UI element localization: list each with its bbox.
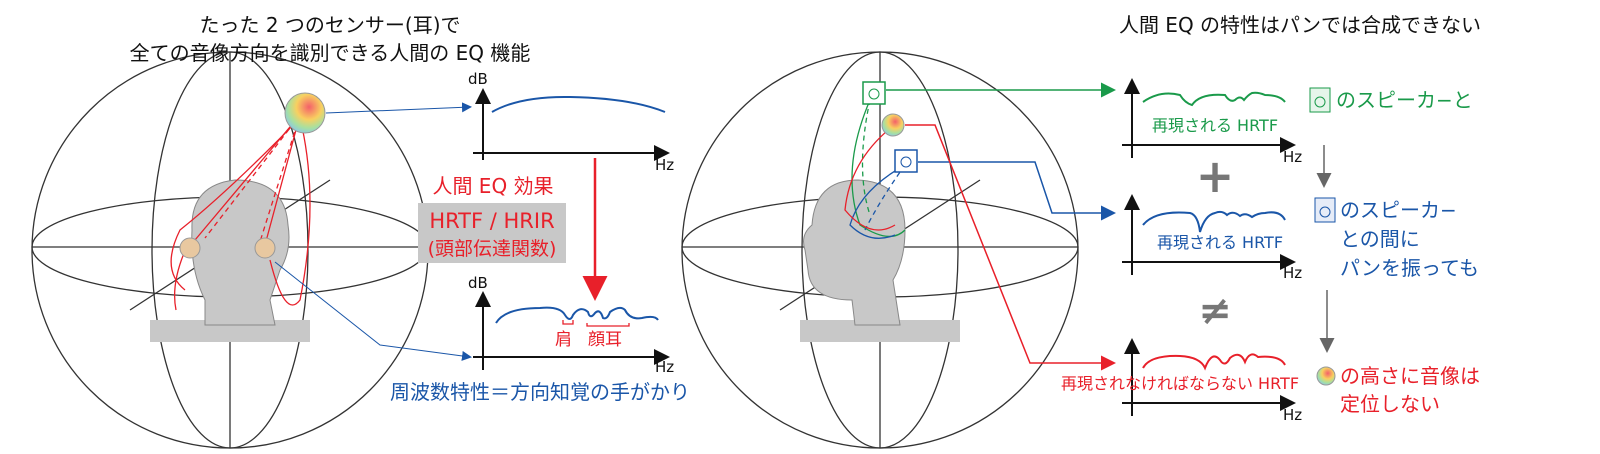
graph-red-hrtf: Hz 再現されなければならない HRTF: [1061, 338, 1302, 424]
x-axis-label: Hz: [1283, 148, 1302, 166]
note-red-line1: の高さに音像は: [1340, 364, 1480, 388]
note-speaker-blue-icon: [1314, 197, 1336, 223]
hrtf-paths-right: [844, 99, 906, 239]
graph-green-hrtf: Hz 再現される HRTF: [1122, 78, 1302, 166]
left-caption: 周波数特性＝方向知覚の手がかり: [390, 380, 690, 404]
note-blue-line2: との間に: [1340, 227, 1420, 251]
head-silhouette-left: [150, 179, 310, 342]
note-blue-line3: パンを振っても: [1340, 256, 1479, 280]
connector-ear-to-graph: [274, 261, 472, 361]
y-axis-label: dB: [468, 70, 488, 88]
note-blue-line1: のスピーカ−: [1340, 198, 1457, 222]
x-axis-label: Hz: [1283, 406, 1302, 424]
x-axis-label: Hz: [655, 156, 674, 174]
effect-desc: (頭部伝達関数): [428, 238, 557, 260]
hrtf-spectrum-curve: [495, 306, 659, 324]
speaker-blue-icon: [894, 149, 918, 173]
speaker-green-icon: [862, 81, 886, 105]
effect-box: [418, 203, 566, 263]
graph-label: 再現されなければならない HRTF: [1061, 374, 1299, 393]
plus-symbol: +: [1196, 149, 1235, 203]
not-equal-symbol: ≠: [1198, 288, 1232, 334]
flat-spectrum-curve: [491, 95, 666, 113]
right-title: 人間 EQ の特性はパンでは合成できない: [1119, 13, 1481, 37]
x-axis-label: Hz: [655, 358, 674, 376]
graph-ear-spectrum: dB Hz 肩 顔耳: [468, 274, 674, 376]
effect-name: HRTF / HRIR: [429, 209, 554, 233]
blue-connector: [918, 161, 1116, 221]
left-title-line1: たった 2 つのセンサー(耳)で: [199, 13, 460, 37]
graph-source-spectrum: dB Hz: [468, 70, 674, 174]
note-red-line2: 定位しない: [1340, 392, 1440, 416]
connector-orb-to-graph: [325, 102, 472, 114]
graph-label: 再現される HRTF: [1152, 116, 1278, 135]
y-axis-label: dB: [468, 274, 488, 292]
face-ear-label: 顔耳: [588, 330, 622, 350]
note-orb-icon: [1316, 366, 1336, 386]
shoulder-label: 肩: [555, 330, 572, 350]
red-connector: [905, 124, 1116, 371]
note-speaker-green-icon: [1309, 87, 1331, 113]
target-orb-icon: [881, 113, 905, 137]
head-silhouette-right: [800, 179, 960, 342]
effect-title: 人間 EQ 効果: [432, 174, 553, 198]
note-green: のスピーカ−と: [1336, 88, 1473, 112]
x-axis-label: Hz: [1283, 264, 1302, 282]
left-ear: [179, 237, 201, 259]
graph-label: 再現される HRTF: [1157, 233, 1283, 252]
hrtf-paths-left: [170, 114, 311, 311]
graph-blue-hrtf: Hz 再現される HRTF: [1122, 194, 1302, 282]
sound-source-orb-icon: [284, 92, 326, 134]
right-ear: [254, 237, 276, 259]
left-title-line2: 全ての音像方向を識別できる人間の EQ 機能: [130, 41, 531, 65]
